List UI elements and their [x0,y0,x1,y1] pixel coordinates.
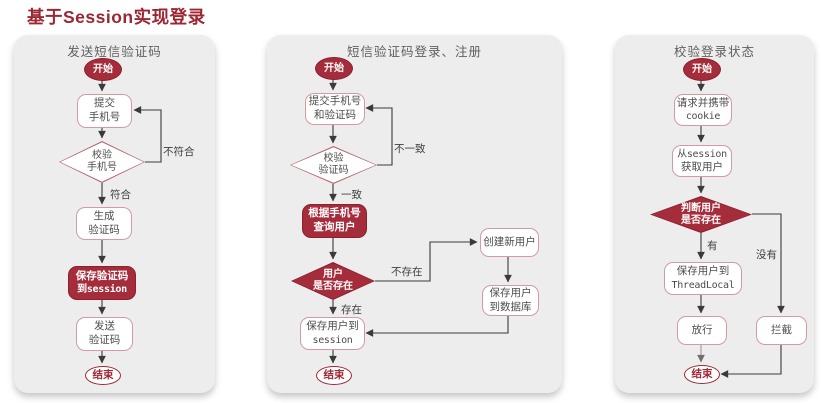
edge-no-to-intercept [752,213,785,314]
node-end-2: 结束 [316,366,352,385]
node-text: 从session [677,148,727,160]
node-save-user-to-threadlocal: 保存用户到 ThreadLocal [664,262,742,295]
page-title: 基于Session实现登录 [27,7,206,27]
node-text: 验证码 [318,165,349,176]
node-text: 结束 [691,367,713,380]
edge-no-match-loop [365,104,393,166]
node-save-code-to-session: 保存验证码 到session [68,266,136,300]
decision-check-phone: 校验 手机号 [59,141,145,183]
node-start-2: 开始 [315,57,353,80]
edge-label-no: 没有 [756,249,777,261]
node-text: session [312,334,353,346]
edge-no-match-loop [133,106,162,163]
node-text: 获取用户 [681,160,723,173]
node-text: cookie [685,111,721,123]
edge-label-no-match-2: 不一致 [394,143,426,155]
node-text: 创建新用户 [483,235,536,248]
panel1-edges [98,79,162,364]
node-text: 是否存在 [681,214,721,226]
node-text: 发送 [94,320,115,333]
edge-label-yes: 有 [707,240,718,252]
panel2-edges [329,78,512,364]
node-text: 校验 [323,153,344,164]
edge-label-exist: 存在 [341,304,362,316]
panel3-edges [697,79,785,378]
decision-user-exists: 用户 是否存在 [291,262,375,300]
edge-intercept-to-end [720,343,782,378]
panel-title-login-register: 短信验证码登录、注册 [346,45,482,59]
node-text: ThreadLocal [671,279,735,291]
node-text: 是否存在 [313,281,353,292]
node-text: 手机号 [88,111,121,123]
node-text: 保存用户 [489,286,532,299]
node-text: 放行 [691,323,713,336]
edge-save-db-to-save-session [365,314,509,337]
node-request-with-cookie: 请求并携带 cookie [674,94,732,126]
node-text: 和验证码 [314,109,356,121]
node-pass: 放行 [677,316,727,345]
node-text: 生成 [93,209,115,222]
node-end-1: 结束 [85,366,121,385]
node-create-new-user: 创建新用户 [480,228,539,257]
node-text: 手机号 [87,162,117,173]
node-text: 结束 [92,368,114,381]
node-text: 拦截 [771,323,792,336]
node-text: 判断用户 [681,202,721,214]
node-text: 保存验证码 [75,269,129,282]
node-start-1: 开始 [84,58,122,81]
panel-title-check-login-state: 校验登录状态 [673,45,755,59]
node-text: 到数据库 [489,300,532,313]
node-generate-code: 生成 验证码 [76,207,132,240]
node-end-3: 结束 [684,365,720,384]
edge-not-exist-to-create [375,238,478,282]
node-text: 开始 [692,64,712,75]
node-text: 到session [77,284,127,296]
node-save-user-to-db: 保存用户 到数据库 [482,285,539,316]
panel-title-send-sms-code: 发送短信验证码 [67,45,162,59]
decision-judge-user-exists: 判断用户 是否存在 [650,196,752,233]
node-get-user-from-session: 从session 获取用户 [672,145,732,177]
node-text: 结束 [323,368,345,381]
edge-label-match-1: 符合 [110,189,131,201]
node-send-code: 发送 验证码 [76,317,133,351]
node-submit-phone: 提交 手机号 [77,94,132,128]
edge-label-match-2: 一致 [341,189,362,201]
node-text: 请求并携带 [676,96,730,109]
node-text: 提交 [94,97,115,110]
node-text: 开始 [93,64,113,75]
node-text: 用户 [323,269,343,280]
node-text: 开始 [324,63,344,74]
node-intercept: 拦截 [756,316,807,345]
node-text: 验证码 [88,223,120,236]
node-text: 保存用户到 [676,265,730,278]
node-save-user-to-session: 保存用户到 session [300,317,365,350]
node-text: 提交手机号 [308,95,362,108]
node-start-3: 开始 [683,58,721,81]
edge-label-not-exist: 不存在 [391,266,423,278]
node-submit-phone-and-code: 提交手机号 和验证码 [305,93,365,125]
edge-label-no-match-1: 不符合 [163,146,195,158]
node-query-user-by-phone: 根据手机号 查询用户 [302,204,367,238]
decision-verify-code: 校验 验证码 [290,146,377,184]
node-text: 保存用户到 [306,320,359,333]
node-text: 根据手机号 [308,207,361,220]
node-text: 验证码 [88,334,121,346]
node-text: 校验 [92,150,112,161]
node-text: 查询用户 [313,221,356,233]
